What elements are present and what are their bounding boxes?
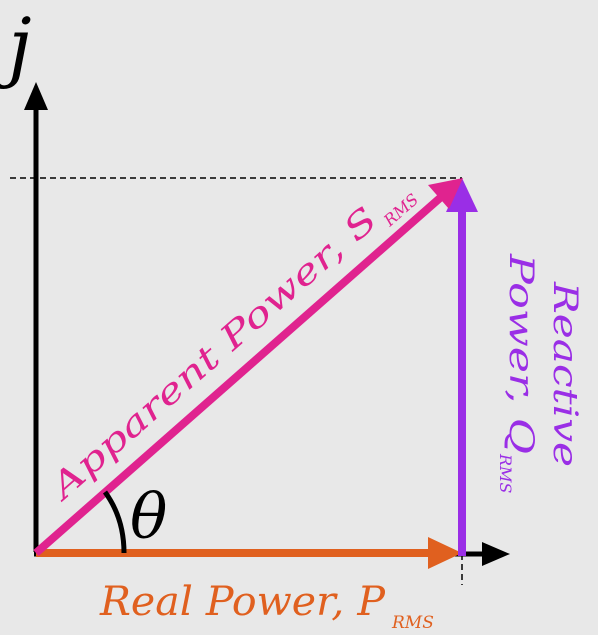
reactive-power-label: Reactive: [545, 281, 585, 467]
angle-arc: [102, 490, 127, 554]
real-power-arrowhead: [428, 537, 462, 569]
real-power-subscript: RMS: [391, 613, 434, 633]
reactive-power-label-line1: Reactive: [545, 281, 585, 467]
real-power-label-text: Real Power, P: [99, 579, 386, 625]
reactive-power-label-line2: Power, Q: [501, 253, 541, 454]
apparent-power-label: Apparent Power, S RMS: [41, 190, 423, 510]
reactive-power-label-2: Power, Q RMS: [496, 253, 541, 494]
imaginary-axis-arrowhead: [24, 82, 48, 110]
reactive-power-subscript: RMS: [496, 453, 515, 493]
real-axis-arrowhead: [482, 542, 510, 566]
apparent-power-label-text: Apparent Power, S: [41, 200, 386, 510]
reactive-power-arrowhead: [446, 178, 478, 212]
angle-symbol: θ: [130, 480, 167, 553]
imaginary-axis-label: j: [0, 1, 32, 90]
apparent-power-arrowhead: [428, 178, 463, 209]
apparent-power-vector: [33, 194, 443, 557]
